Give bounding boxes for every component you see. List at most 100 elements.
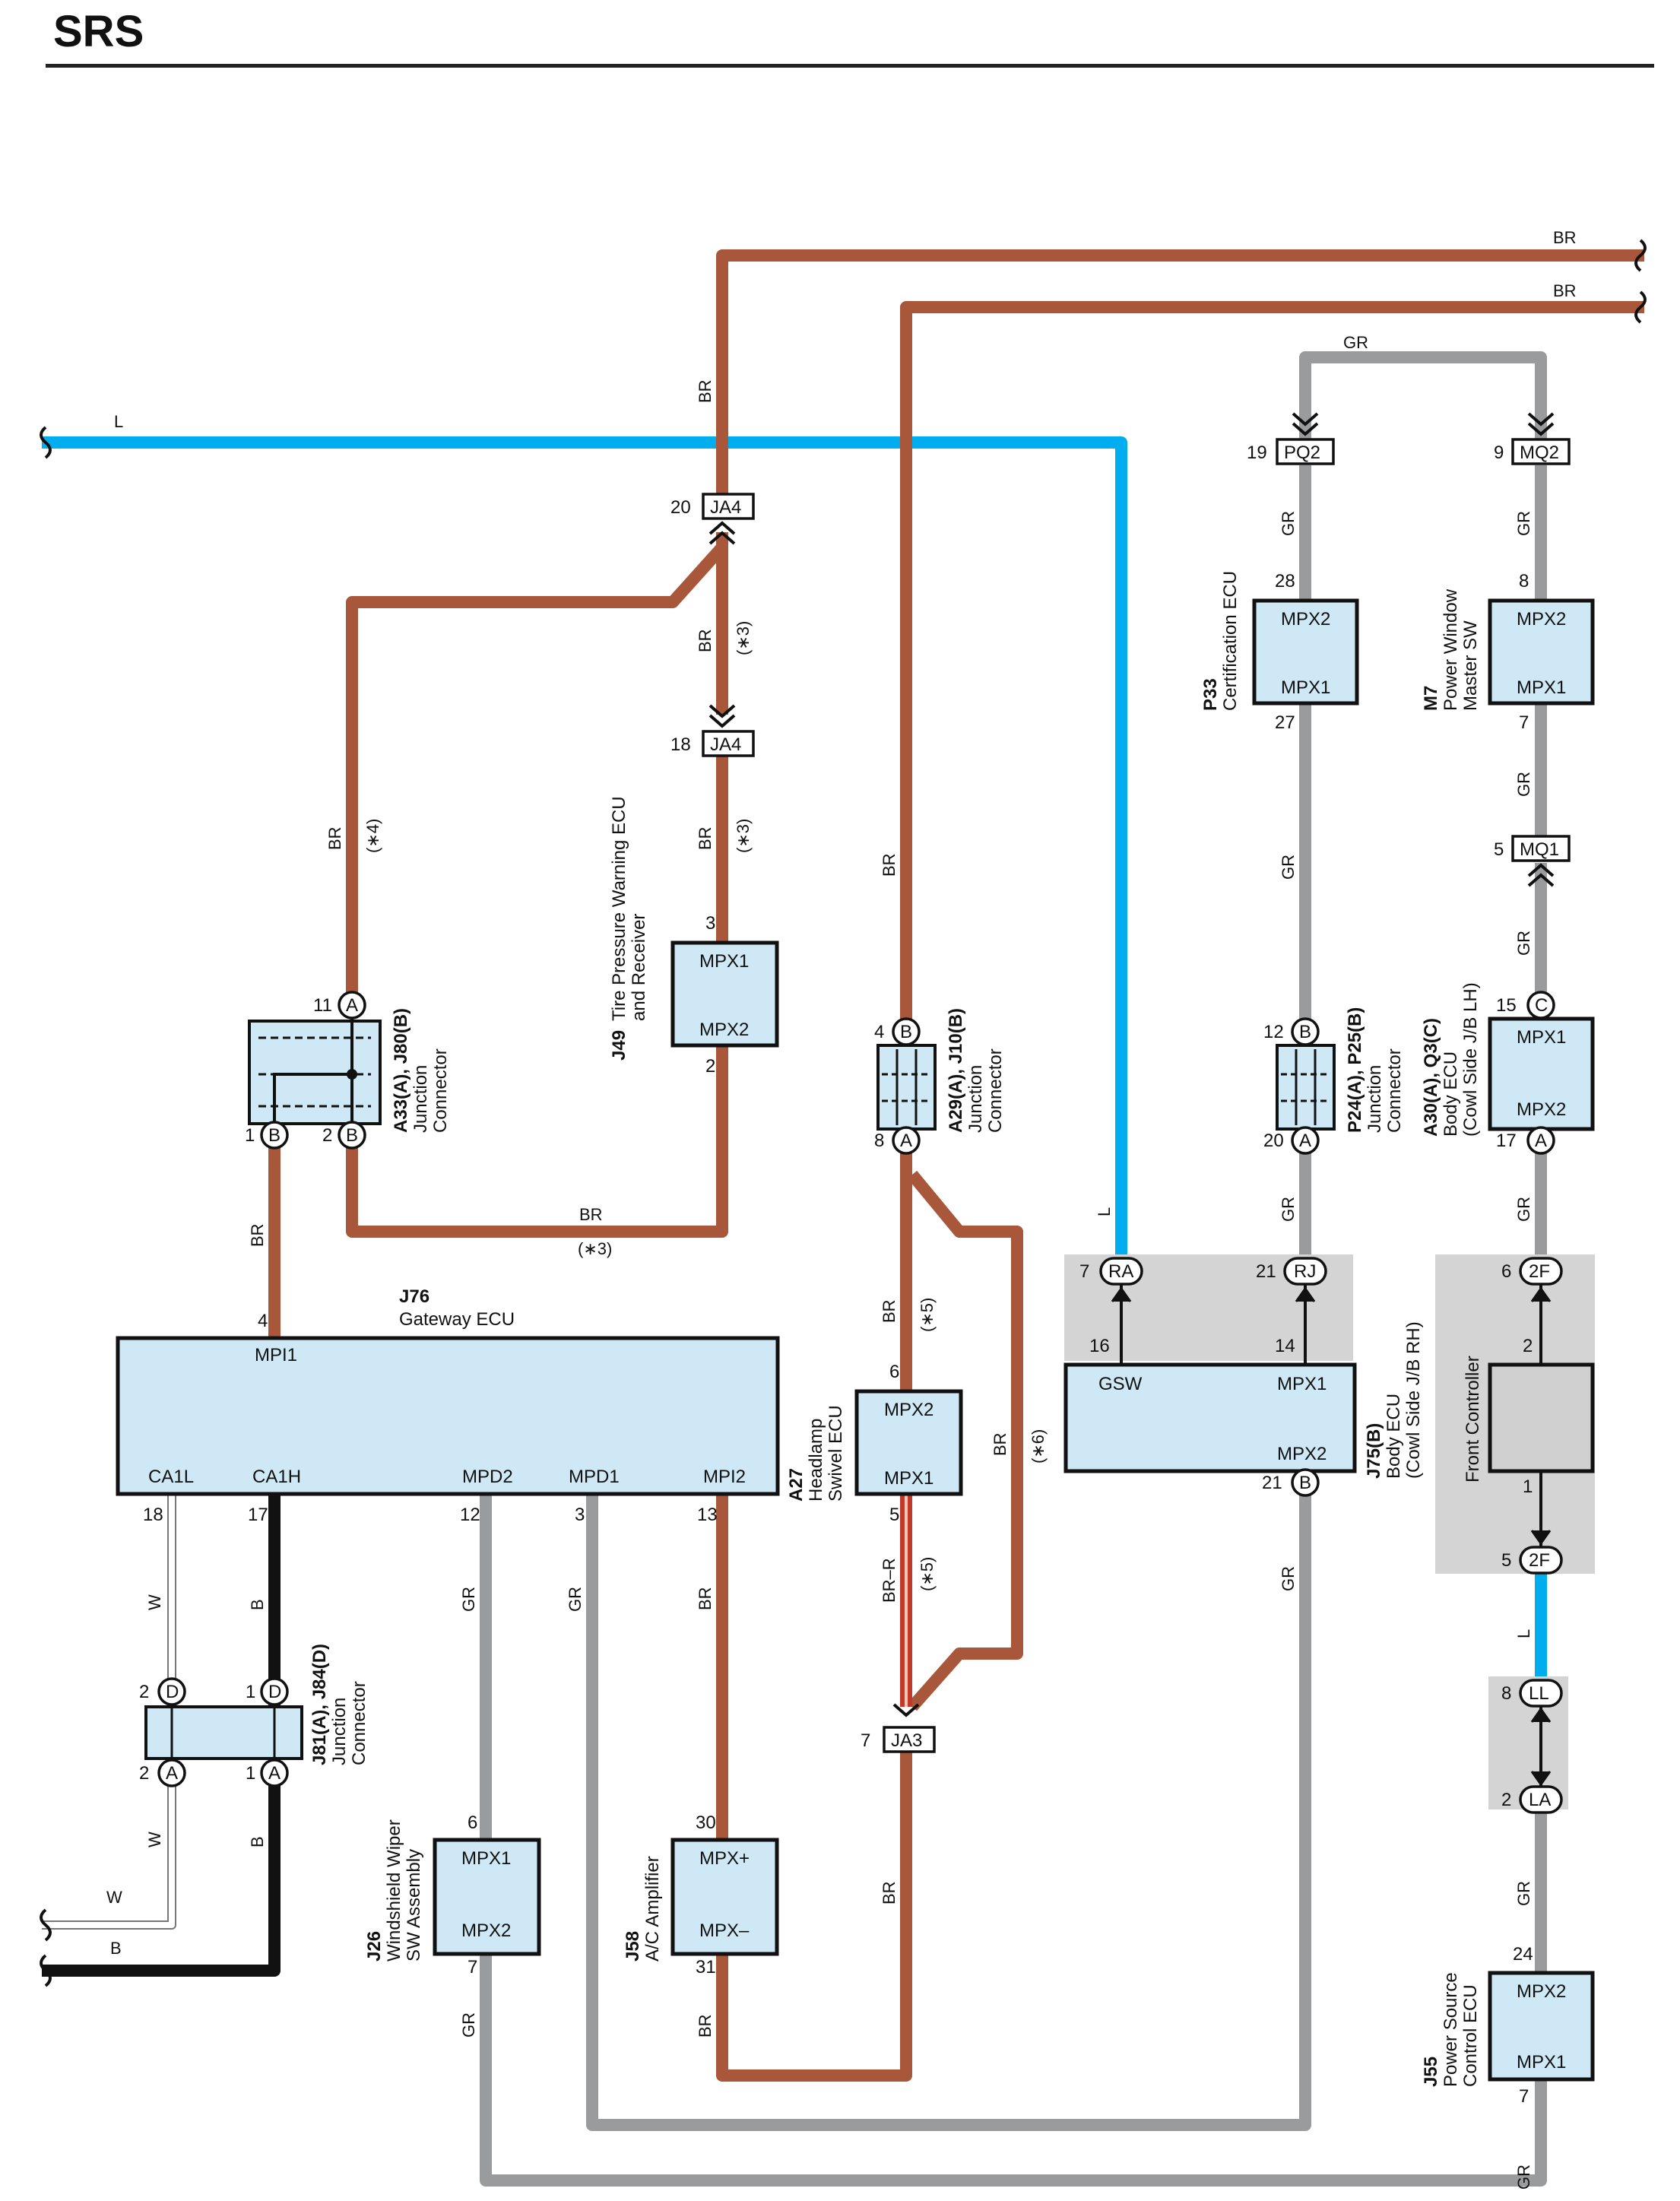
- wire-br-j49-down: [346, 1045, 728, 1238]
- wire-label: BR: [880, 853, 899, 877]
- ja4a-code: JA4: [710, 497, 741, 518]
- ll-pin: 8: [1501, 1683, 1511, 1704]
- j49-term-top: MPX1: [699, 951, 749, 972]
- a30-term-bottom: MPX2: [1517, 1099, 1566, 1120]
- j81-conn-bl: A: [166, 1763, 178, 1784]
- p33-pin-top: 28: [1275, 571, 1295, 591]
- wire-br-star6: [907, 1170, 1023, 1711]
- a30-code: A30(A), Q3(C): [1421, 1018, 1441, 1137]
- j58-code: J58: [623, 1931, 643, 1962]
- m7-term-bottom: MPX1: [1517, 677, 1566, 698]
- m7-name-1: Power Window: [1441, 588, 1461, 711]
- a33-conn-bl: B: [268, 1125, 281, 1146]
- wire-label: GR: [1514, 2165, 1533, 2190]
- wire-label: L: [1514, 1629, 1533, 1638]
- connector-a30-a: A 17: [1496, 1126, 1555, 1155]
- a30-conn-top: C: [1535, 995, 1548, 1016]
- wire-label: BR: [696, 629, 715, 652]
- ac-amplifier: MPX+ MPX– 30 31 J58 A/C Amplifier: [623, 1812, 779, 1977]
- mq2-pin: 9: [1494, 442, 1504, 463]
- fc-pin-top: 2: [1523, 1336, 1533, 1356]
- j75-term-mpx2: MPX2: [1277, 1444, 1327, 1464]
- j81-conn-tl: D: [166, 1682, 179, 1702]
- title-divider: [46, 64, 1654, 68]
- p24-name-1: Junction: [1365, 1065, 1385, 1133]
- a29-name-2: Connector: [985, 1048, 1006, 1133]
- m7-pin-top: 8: [1519, 571, 1529, 591]
- la-pin: 2: [1501, 1790, 1511, 1810]
- j58-term-bottom: MPX–: [699, 1920, 750, 1941]
- j26-code: J26: [364, 1931, 385, 1962]
- ja3-code: JA3: [891, 1730, 922, 1751]
- connector-2f-bottom: 2F 5: [1501, 1471, 1563, 1575]
- wire-label: (∗5): [918, 1298, 937, 1332]
- j49-pin-bottom: 2: [705, 1056, 715, 1077]
- term-mpi2: MPI2: [703, 1467, 746, 1487]
- connector-ll-la: LL 8 LA 2: [1501, 1679, 1563, 1814]
- j49-term-bottom: MPX2: [699, 1020, 749, 1040]
- j75-code: J75(B): [1364, 1423, 1384, 1479]
- pin-mpi2: 13: [697, 1505, 718, 1525]
- term-mpd1: MPD1: [569, 1467, 620, 1487]
- p24-conn-bottom: A: [1299, 1131, 1311, 1151]
- inline-connector-pq2: PQ2 19: [1247, 412, 1335, 465]
- connector-rj: RJ 21: [1256, 1257, 1327, 1365]
- wire-label: W: [106, 1888, 122, 1907]
- ra-code: RA: [1108, 1261, 1133, 1282]
- a33-pin-bl: 1: [245, 1125, 255, 1146]
- wire-label: BR: [248, 1223, 267, 1247]
- wire-label: W: [145, 1594, 164, 1610]
- wire-label: GR: [459, 2012, 478, 2038]
- a30-name-2: (Cowl Side J/B LH): [1460, 982, 1481, 1137]
- j55-term-top: MPX2: [1517, 1981, 1566, 2002]
- wire-label: B: [110, 1939, 122, 1958]
- junction-p24: B A 12 20 P24(A), P25(B) Junction Connec…: [1263, 1007, 1405, 1155]
- power-window-master-sw: MPX2 MPX1 8 7 M7 Power Window Master SW: [1421, 571, 1595, 733]
- wire-label: BR: [1553, 281, 1577, 300]
- gateway-ecu-code: J76: [399, 1286, 430, 1307]
- connector-ra: RA 7: [1079, 1257, 1143, 1365]
- f2a-code: 2F: [1529, 1261, 1550, 1282]
- headlamp-swivel-ecu: MPX2 MPX1 6 5 A27 Headlamp Swivel ECU: [786, 1362, 963, 1525]
- j49-name-1: Tire Pressure Warning ECU: [609, 796, 629, 1021]
- pq2-code: PQ2: [1284, 442, 1320, 463]
- j75-connector: B: [1299, 1473, 1311, 1493]
- wire-label: BR: [696, 379, 715, 403]
- f2b-pin: 5: [1501, 1550, 1511, 1571]
- a30-term-top: MPX1: [1517, 1027, 1566, 1048]
- connector-a30-c: C 15: [1496, 991, 1555, 1020]
- p33-code: P33: [1200, 678, 1221, 711]
- wire-label: BR: [579, 1205, 603, 1224]
- wire-label: BR: [696, 826, 715, 850]
- ra-pin: 7: [1079, 1261, 1089, 1282]
- rj-code: RJ: [1294, 1261, 1316, 1282]
- wire-break-marks: [40, 239, 1647, 1987]
- certification-ecu: MPX2 MPX1 28 27 P33 Certification ECU: [1200, 571, 1359, 733]
- p24-conn-top: B: [1299, 1022, 1311, 1042]
- j81-code: J81(A), J84(D): [309, 1644, 330, 1765]
- a29-conn-top: B: [900, 1022, 912, 1042]
- gateway-ecu-name: Gateway ECU: [399, 1309, 515, 1330]
- a33-name-1: Junction: [410, 1065, 431, 1133]
- wire-label: BR: [880, 1881, 899, 1904]
- j75-pin-mpx2: 21: [1262, 1473, 1282, 1493]
- j55-pin-bottom: 7: [1519, 2086, 1529, 2107]
- inline-connector-mq1: MQ1 5: [1494, 835, 1571, 887]
- a27-code: A27: [786, 1468, 807, 1502]
- a33-conn-top: A: [346, 995, 358, 1016]
- j26-term-top: MPX1: [461, 1848, 511, 1869]
- wire-gr-mpd1: [586, 1494, 1311, 2131]
- j26-pin-bottom: 7: [468, 1957, 477, 1977]
- wire-label: (∗4): [363, 819, 382, 853]
- a30-name-1: Body ECU: [1441, 1051, 1461, 1137]
- wire-label: BR: [880, 1299, 899, 1323]
- a30-conn-bottom: A: [1535, 1131, 1547, 1151]
- j26-term-bottom: MPX2: [461, 1920, 511, 1941]
- j75-pin-gsw: 16: [1089, 1336, 1110, 1356]
- ja4b-pin: 18: [670, 734, 691, 755]
- term-ca1h: CA1H: [252, 1467, 301, 1487]
- wire-b: [42, 1494, 281, 1977]
- a27-term-bottom: MPX1: [884, 1468, 934, 1489]
- wire-label: GR: [459, 1587, 478, 1612]
